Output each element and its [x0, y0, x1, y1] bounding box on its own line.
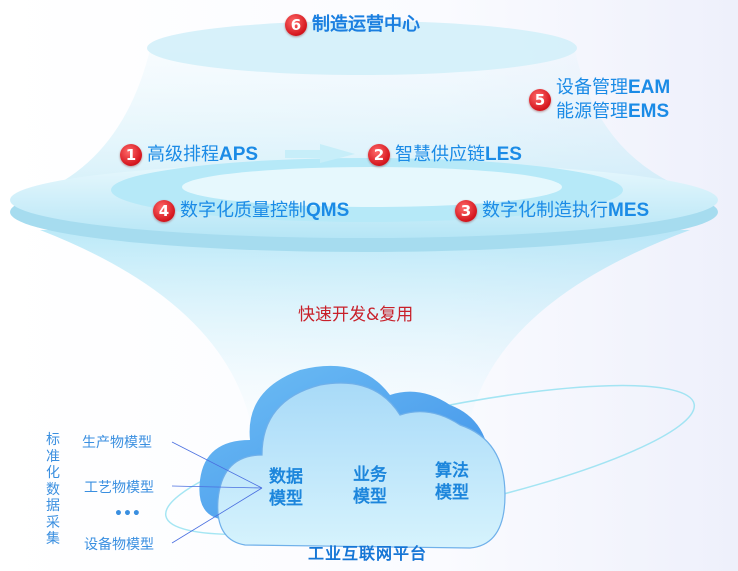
- number-badge: 2: [368, 144, 390, 166]
- data-model: 数据模型: [269, 467, 303, 509]
- collection-ellipsis: •••: [114, 506, 141, 522]
- number-badge: 3: [455, 200, 477, 222]
- lower-funnel: [40, 230, 690, 420]
- upper-funnel: [20, 50, 718, 200]
- module-abbr: QMS: [306, 200, 350, 221]
- module-abbr: EAM: [628, 77, 671, 98]
- business-model: 业务模型: [353, 465, 387, 507]
- module-label: 设备管理: [556, 77, 628, 98]
- number-badge: 6: [285, 14, 307, 36]
- module-abbr: APS: [219, 144, 259, 165]
- collection-item: 设备物模型: [84, 537, 154, 553]
- number-badge: 1: [120, 144, 142, 166]
- collection-title: 标准化数据采集: [46, 432, 60, 547]
- module-label: 能源管理: [556, 101, 628, 122]
- cloud-face: [217, 382, 506, 549]
- module-abbr: EMS: [628, 101, 670, 122]
- collection-item: 工艺物模型: [84, 480, 154, 496]
- number-badge: 4: [153, 200, 175, 222]
- module-abbr: LES: [485, 144, 522, 165]
- module-label: 数字化制造执行: [482, 200, 608, 221]
- platform-label: 工业互联网平台: [308, 544, 428, 563]
- reuse-label: 快速开发&复用: [298, 305, 414, 325]
- inner-ring-hole: [182, 167, 562, 207]
- connector-lines: [171, 441, 263, 544]
- collection-item: 生产物模型: [82, 435, 152, 451]
- algorithm-model: 算法模型: [435, 461, 469, 503]
- center-label: 制造运营中心: [312, 14, 420, 35]
- number-badge: 5: [529, 89, 551, 111]
- top-ellipse: [147, 21, 577, 75]
- module-abbr: MES: [608, 200, 650, 221]
- module-label: 高级排程: [147, 144, 219, 165]
- module-label: 数字化质量控制: [180, 200, 306, 221]
- module-eam-ems: 5 设备管理EAM 能源管理EMS: [529, 76, 670, 124]
- arrow-icon: [285, 144, 355, 163]
- module-label: 智慧供应链: [395, 144, 485, 165]
